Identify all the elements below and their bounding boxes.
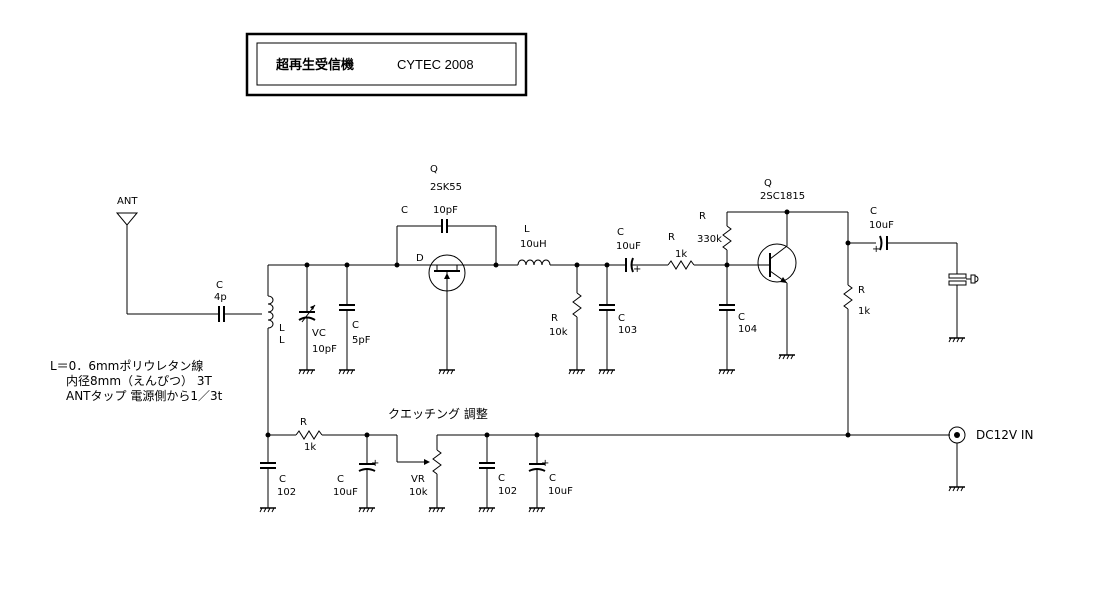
vc-ref: VC	[312, 328, 326, 339]
earphone-jack-icon	[948, 273, 979, 343]
variable-capacitor: VC 10pF	[298, 265, 337, 375]
c5pf-ref: C	[352, 320, 359, 331]
vr-ref: VR	[411, 474, 425, 485]
c103-ref: C	[618, 313, 625, 324]
c10pf-value: 10pF	[433, 205, 458, 216]
resistor-10k: R 10k	[549, 265, 586, 375]
resistor-330k: R 330k	[697, 211, 732, 265]
title-box: 超再生受信機 CYTEC 2008	[245, 32, 528, 97]
q1-drain-label: D	[416, 253, 424, 264]
svg-text:+: +	[633, 264, 641, 275]
capacitor-104: C 104	[718, 265, 757, 375]
c5pf-value: 5pF	[352, 335, 371, 346]
c10uf-out-ref: C	[870, 206, 877, 217]
q1-part: 2SK55	[430, 182, 462, 193]
choke-ref: L	[524, 224, 530, 235]
r1k-c-value: 1k	[858, 306, 870, 317]
svg-text:+: +	[371, 458, 379, 469]
c10uf-c-ref: C	[549, 473, 556, 484]
transistor-2sc1815: Q 2SC1815	[757, 178, 805, 360]
vr-value: 10k	[409, 487, 428, 498]
c102-a-value: 102	[277, 487, 296, 498]
c104-value: 104	[738, 324, 757, 335]
capacitor-10uf-c: + C 10uF	[528, 435, 573, 513]
svg-text:+: +	[872, 244, 880, 255]
c104-ref: C	[738, 312, 745, 323]
r330k-value: 330k	[697, 234, 722, 245]
vr-adjust-label: クエッチング 調整	[388, 406, 488, 421]
title-jp: 超再生受信機	[276, 57, 354, 73]
choke-value: 10uH	[520, 239, 547, 250]
r1k-a-value: 1k	[675, 249, 687, 260]
c10uf-a-ref: C	[617, 227, 624, 238]
c103-value: 103	[618, 325, 637, 336]
note-line-1: L＝0．6mmポリウレタン線	[50, 358, 203, 373]
q1-ref: Q	[430, 164, 438, 175]
resistor-1k-load: R 1k	[843, 284, 870, 435]
title-maker: CYTEC 2008	[397, 57, 474, 72]
r1k-b-value: 1k	[304, 442, 316, 453]
r1k-c-ref: R	[858, 285, 865, 296]
r1k-b-ref: R	[300, 417, 307, 428]
capacitor-5pf: C 5pF	[338, 265, 371, 375]
antenna-symbol: ANT	[115, 196, 219, 315]
dc-jack-icon: DC12V IN	[948, 426, 1033, 492]
capacitor-10pf: C 10pF	[396, 205, 497, 265]
c10uf-b-ref: C	[337, 474, 344, 485]
coil-notes: L＝0．6mmポリウレタン線 内径8mm（えんぴつ） 3T ANTタップ 電源側…	[50, 358, 223, 403]
note-line-3: ANTタップ 電源側から1／3t	[66, 389, 223, 403]
r10k-ref: R	[551, 313, 558, 324]
c10uf-out-value: 10uF	[869, 220, 894, 231]
r330k-ref: R	[699, 211, 706, 222]
svg-text:+: +	[541, 458, 549, 469]
tank-coil: L L	[267, 265, 285, 435]
capacitor-103: C 103	[598, 265, 637, 375]
capacitor-4p: C 4p	[214, 280, 262, 322]
note-line-2: 内径8mm（えんぴつ） 3T	[66, 374, 212, 388]
c10pf-ref: C	[401, 205, 408, 216]
fet-2sk55: Q 2SK55 D	[416, 164, 466, 375]
c102-b-ref: C	[498, 473, 505, 484]
capacitor-10uf-coupling: + C 10uF	[616, 227, 668, 275]
c102-b-value: 102	[498, 486, 517, 497]
capacitor-10uf-b: + C 10uF	[333, 435, 379, 513]
coil-ref-2: L	[279, 335, 285, 346]
capacitor-102-b: C 102	[478, 435, 517, 513]
antenna-label: ANT	[117, 196, 138, 207]
dc-input-label: DC12V IN	[976, 428, 1033, 442]
capacitor-102-a: C 102	[259, 435, 296, 513]
c10uf-c-value: 10uF	[548, 486, 573, 497]
capacitor-4p-ref: C	[216, 280, 223, 291]
inductor-10uh: L 10uH	[517, 224, 620, 266]
c10uf-a-value: 10uF	[616, 241, 641, 252]
capacitor-4p-value: 4p	[214, 292, 227, 303]
r10k-value: 10k	[549, 327, 568, 338]
c102-a-ref: C	[279, 474, 286, 485]
q2-part: 2SC1815	[760, 191, 805, 202]
vc-value: 10pF	[312, 344, 337, 355]
resistor-1k-bottom: R 1k	[295, 417, 397, 453]
capacitor-10uf-output: + C 10uF	[847, 206, 958, 285]
coil-ref-1: L	[279, 323, 285, 334]
c10uf-b-value: 10uF	[333, 487, 358, 498]
potentiometer-vr: クエッチング 調整 VR 10k	[388, 406, 488, 513]
r1k-a-ref: R	[668, 232, 675, 243]
q2-ref: Q	[764, 178, 772, 189]
